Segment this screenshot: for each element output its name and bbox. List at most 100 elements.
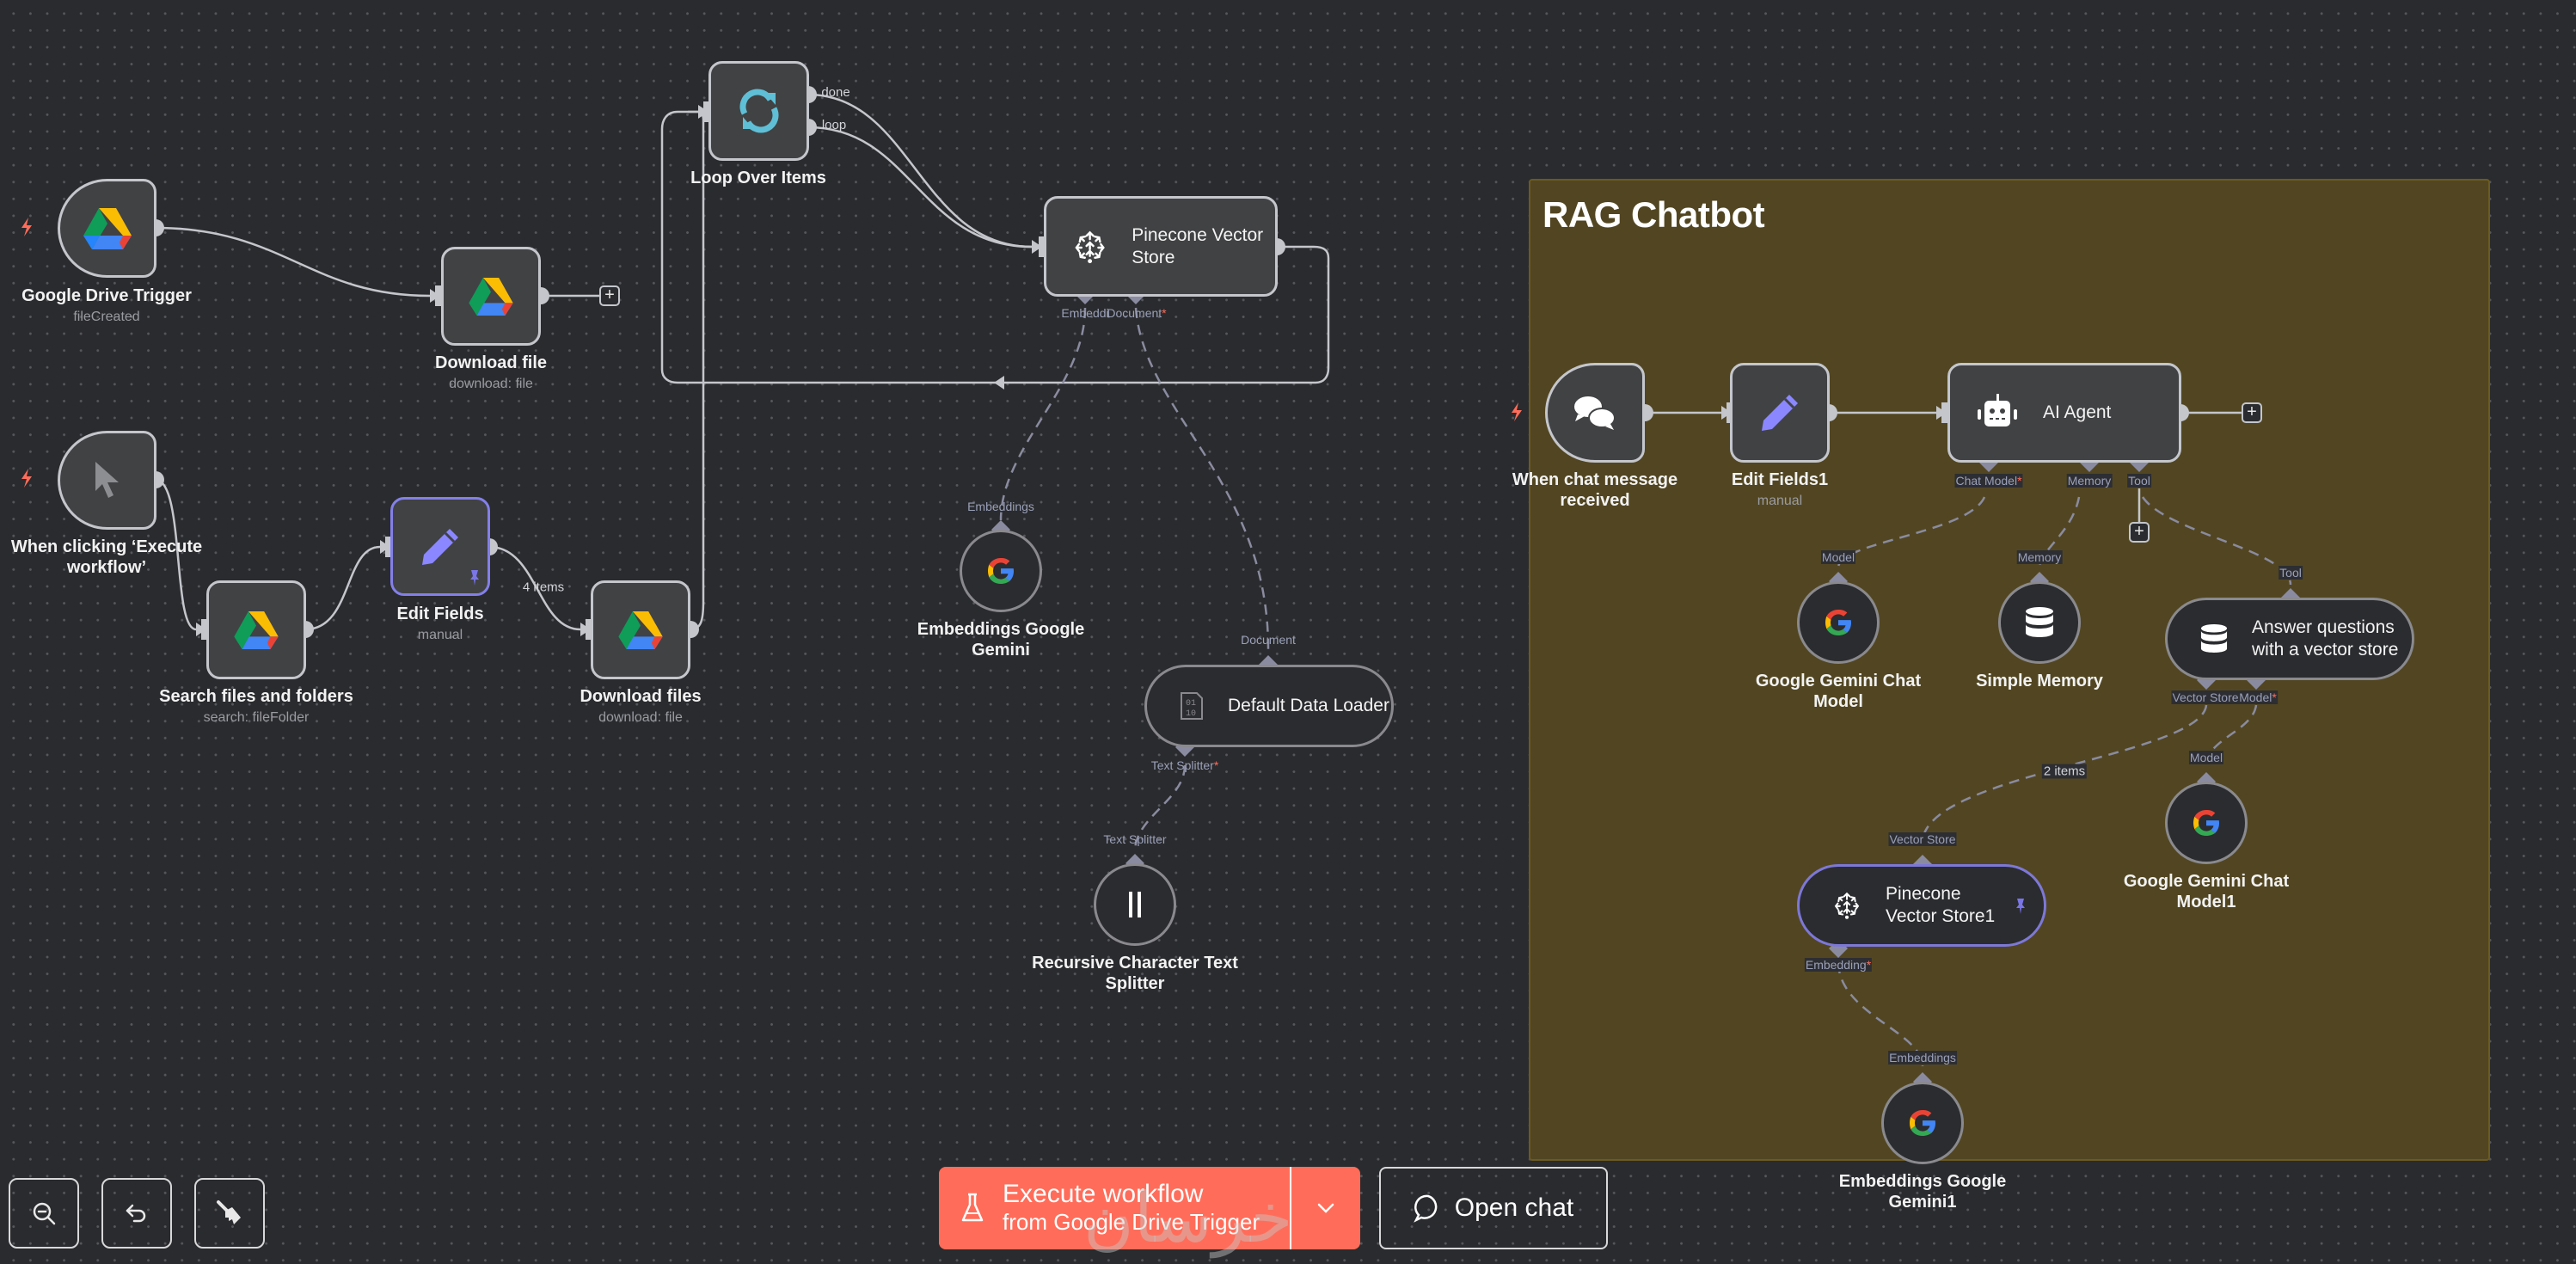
add-node-button[interactable]: + bbox=[2242, 402, 2262, 423]
port-label-model: Model bbox=[1820, 550, 1856, 564]
google-drive-icon bbox=[618, 611, 663, 649]
node-label: Google Gemini Chat Model1 bbox=[2123, 872, 2290, 911]
port-label-tool: Tool bbox=[2279, 566, 2303, 580]
node-sublabel: download: file bbox=[449, 377, 533, 391]
node-embeddings-google-gemini1[interactable] bbox=[1881, 1082, 1964, 1164]
node-label: When chat message received bbox=[1512, 470, 1678, 510]
node-ai-agent[interactable]: AI Agent bbox=[1947, 363, 2181, 463]
google-icon bbox=[1910, 1110, 1935, 1136]
svg-text:01: 01 bbox=[1186, 699, 1196, 709]
node-label: Embeddings Google Gemini bbox=[917, 620, 1085, 660]
node-title: Pinecone Vector Store bbox=[1132, 224, 1264, 267]
node-search-files[interactable] bbox=[206, 580, 306, 679]
chevron-down-icon bbox=[1317, 1203, 1334, 1213]
google-drive-icon bbox=[83, 207, 132, 249]
port-label-vector-store: Vector Store bbox=[1888, 832, 1957, 846]
arrowhead bbox=[196, 623, 206, 636]
sticky-note-title: RAG Chatbot bbox=[1543, 194, 1765, 235]
node-google-drive-trigger[interactable] bbox=[58, 179, 156, 278]
execute-trigger-dropdown[interactable] bbox=[1291, 1167, 1360, 1249]
node-label: Recursive Character Text Splitter bbox=[1032, 954, 1238, 993]
node-default-data-loader[interactable]: 01 10 Default Data Loader bbox=[1144, 665, 1394, 747]
cursor-icon bbox=[95, 461, 119, 498]
edge-downloadfiles-to-loop bbox=[688, 110, 705, 631]
node-edit-fields[interactable] bbox=[390, 497, 490, 596]
node-simple-memory[interactable] bbox=[1998, 581, 2081, 664]
trigger-bolt-icon bbox=[21, 218, 32, 236]
chat-icon bbox=[1413, 1194, 1438, 1223]
google-icon bbox=[988, 558, 1014, 584]
node-recursive-text-splitter[interactable] bbox=[1094, 863, 1176, 946]
port-label-embeddings: Embeddings bbox=[1888, 1051, 1957, 1065]
node-label: Edit Fields1 bbox=[1731, 470, 1829, 489]
port-label-vector-store: Vector Store bbox=[2171, 690, 2240, 704]
node-label: Simple Memory bbox=[1976, 672, 2103, 690]
open-chat-label: Open chat bbox=[1454, 1193, 1574, 1222]
node-google-gemini-chat-model1[interactable] bbox=[2165, 782, 2248, 864]
google-icon bbox=[1825, 610, 1851, 635]
broom-icon bbox=[217, 1200, 241, 1224]
node-label: Download file bbox=[435, 353, 547, 372]
clear-execution-button[interactable] bbox=[194, 1178, 265, 1249]
node-sublabel: fileCreated bbox=[73, 310, 140, 324]
node-download-file[interactable] bbox=[441, 247, 541, 346]
output-label-done: done bbox=[821, 85, 850, 100]
pin-icon bbox=[470, 570, 479, 586]
arrowhead bbox=[580, 623, 591, 636]
node-sublabel: search: fileFolder bbox=[203, 710, 310, 725]
edge-trigger-to-download bbox=[155, 226, 431, 298]
edge-search-to-edit bbox=[304, 545, 381, 631]
node-sublabel: download: file bbox=[598, 710, 683, 725]
execute-workflow-main[interactable]: Execute workflow from Google Drive Trigg… bbox=[939, 1167, 1291, 1249]
trigger-bolt-icon bbox=[1512, 402, 1522, 421]
node-label: Search files and folders bbox=[159, 687, 353, 706]
google-drive-icon bbox=[234, 611, 279, 649]
node-google-gemini-chat-model[interactable] bbox=[1797, 581, 1880, 664]
node-title: Answer questions with a vector store bbox=[2252, 617, 2399, 660]
node-edit-fields1[interactable] bbox=[1730, 363, 1830, 463]
port-label-embedding: Embedding* bbox=[1804, 958, 1873, 972]
port-label-model: Model bbox=[2188, 751, 2224, 764]
pinecone-icon bbox=[1075, 230, 1105, 263]
port-label-tool: Tool bbox=[2127, 474, 2151, 488]
port-label-memory: Memory bbox=[2016, 550, 2063, 564]
undo-icon bbox=[126, 1204, 146, 1223]
port-label-text-splitter: Text Splitter bbox=[1103, 832, 1167, 846]
port-label-model: Model* bbox=[2238, 690, 2278, 704]
splitter-icon bbox=[1129, 892, 1141, 917]
arrowhead bbox=[380, 540, 390, 554]
pencil-icon bbox=[1762, 395, 1798, 431]
add-tool-button[interactable]: + bbox=[2129, 522, 2150, 543]
node-manual-trigger[interactable] bbox=[58, 431, 156, 530]
port-label-embeddings: Embeddings bbox=[967, 500, 1034, 513]
node-label: When clicking ‘Execute workflow’ bbox=[10, 537, 203, 577]
execute-workflow-button[interactable]: Execute workflow from Google Drive Trigg… bbox=[939, 1167, 1360, 1249]
undo-button[interactable] bbox=[101, 1178, 172, 1249]
zoom-out-icon bbox=[33, 1202, 56, 1225]
edge-document-to-pinecone bbox=[1134, 307, 1270, 650]
svg-text:10: 10 bbox=[1186, 709, 1196, 719]
open-chat-button[interactable]: Open chat bbox=[1379, 1167, 1608, 1249]
pin-icon bbox=[2016, 899, 2025, 914]
database-icon bbox=[2200, 624, 2228, 653]
node-loop-over-items[interactable] bbox=[708, 61, 809, 161]
node-download-files[interactable] bbox=[591, 580, 690, 679]
node-label: Loop Over Items bbox=[690, 169, 826, 187]
node-embeddings-google-gemini[interactable] bbox=[960, 530, 1042, 612]
zoom-out-button[interactable] bbox=[9, 1178, 79, 1249]
node-answer-questions-vector-store[interactable]: Answer questions with a vector store bbox=[2165, 598, 2414, 680]
node-title: AI Agent bbox=[2043, 402, 2112, 422]
arrowhead bbox=[698, 105, 708, 119]
node-pinecone-vector-store1[interactable]: Pinecone Vector Store1 bbox=[1797, 864, 2046, 947]
arrowhead bbox=[430, 289, 440, 303]
loop-icon bbox=[739, 89, 778, 133]
robot-icon bbox=[1978, 394, 2017, 426]
port-label-text-splitter: Text Splitter* bbox=[1150, 758, 1219, 772]
google-icon bbox=[2193, 810, 2219, 836]
port-label-document: Document* bbox=[1107, 306, 1167, 320]
node-pinecone-vector-store[interactable]: Pinecone Vector Store bbox=[1044, 196, 1278, 297]
add-node-button[interactable]: + bbox=[599, 285, 620, 306]
node-chat-trigger[interactable] bbox=[1545, 363, 1645, 463]
chat-bubbles-icon bbox=[1574, 396, 1616, 430]
node-sublabel: manual bbox=[1757, 494, 1803, 508]
